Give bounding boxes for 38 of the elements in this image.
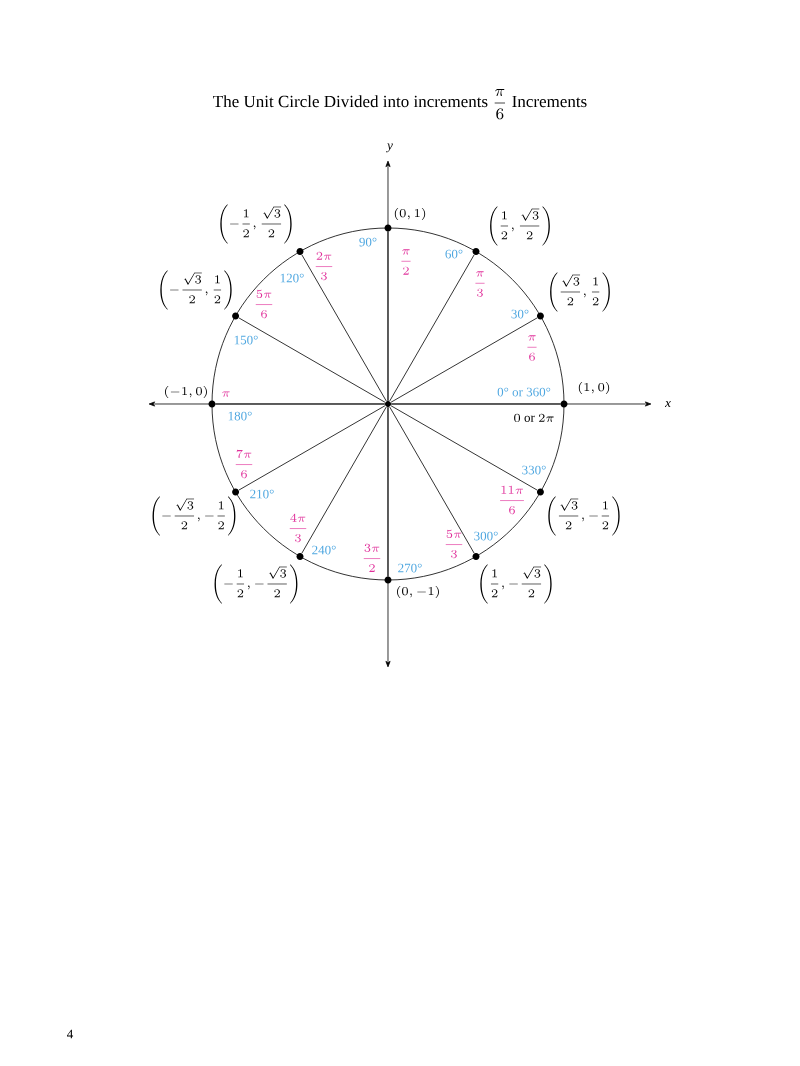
radian-label: $\frac{5\pi}{3}$ xyxy=(445,529,463,559)
radian-label: $0\mbox{ or }2\pi$ xyxy=(514,413,554,423)
radian-label: $\frac{2\pi}{3}$ xyxy=(315,251,333,281)
radian-label: $\frac{11\pi}{6}$ xyxy=(500,485,524,515)
radian-label: $\frac{5\pi}{6}$ xyxy=(255,289,273,319)
coordinate-label: $\left(\frac{1}{2},-\frac{\sqrt{3}}{2}\right)$ xyxy=(480,564,552,604)
radius-line xyxy=(391,403,561,405)
radius-line xyxy=(301,254,387,402)
coordinate-label: $(0,1)$ xyxy=(394,208,426,220)
radius-line xyxy=(390,405,538,491)
radius-line xyxy=(387,231,389,401)
radius-line xyxy=(387,407,389,577)
radian-label: $\frac{4\pi}{3}$ xyxy=(289,513,307,543)
center-point xyxy=(385,401,391,407)
coordinate-label: $\left(-\frac{1}{2},-\frac{\sqrt{3}}{2}\right)$ xyxy=(214,564,298,604)
radius-line xyxy=(389,254,475,402)
coordinate-label: $\left(-\frac{\sqrt{3}}{2},\frac{1}{2}\right)$ xyxy=(160,270,232,310)
coordinate-label: $(-1,0)$ xyxy=(165,386,207,398)
radius-line xyxy=(238,317,386,403)
radius-line xyxy=(215,403,385,405)
radian-label: $\frac{7\pi}{6}$ xyxy=(235,449,253,479)
title: $\mbox{The Unit Circle Divided into increments }\dfrac{\pi}{6}\mbox{ Increments}$ xyxy=(213,88,587,120)
radian-label: $\frac{\pi}{3}$ xyxy=(475,271,485,297)
coordinate-label: $\left(-\frac{1}{2},\frac{\sqrt{3}}{2}\right)$ xyxy=(220,204,292,244)
coordinate-label: $\left(\frac{\sqrt{3}}{2},\frac{1}{2}\right)$ xyxy=(550,272,610,312)
radius-line xyxy=(238,405,386,491)
radian-label: $\frac{\pi}{2}$ xyxy=(401,249,411,275)
radius-line xyxy=(301,406,387,554)
coordinate-label: $(1,0)$ xyxy=(578,382,610,394)
radian-label: $\pi$ xyxy=(222,391,230,397)
coordinate-label: $\left(-\frac{\sqrt{3}}{2},-\frac{1}{2}\right)$ xyxy=(152,496,236,536)
coordinate-label: $(0,-1)$ xyxy=(397,586,439,598)
radius-line xyxy=(389,406,475,554)
radian-label: $\frac{\pi}{6}$ xyxy=(527,335,537,361)
coordinate-label: $\left(\frac{\sqrt{3}}{2},-\frac{1}{2}\right)$ xyxy=(548,496,620,536)
coordinate-label: $\left(\frac{1}{2},\frac{\sqrt{3}}{2}\right)$ xyxy=(490,206,550,246)
radian-label: $\frac{3\pi}{2}$ xyxy=(363,543,381,572)
radius-line xyxy=(390,317,538,403)
